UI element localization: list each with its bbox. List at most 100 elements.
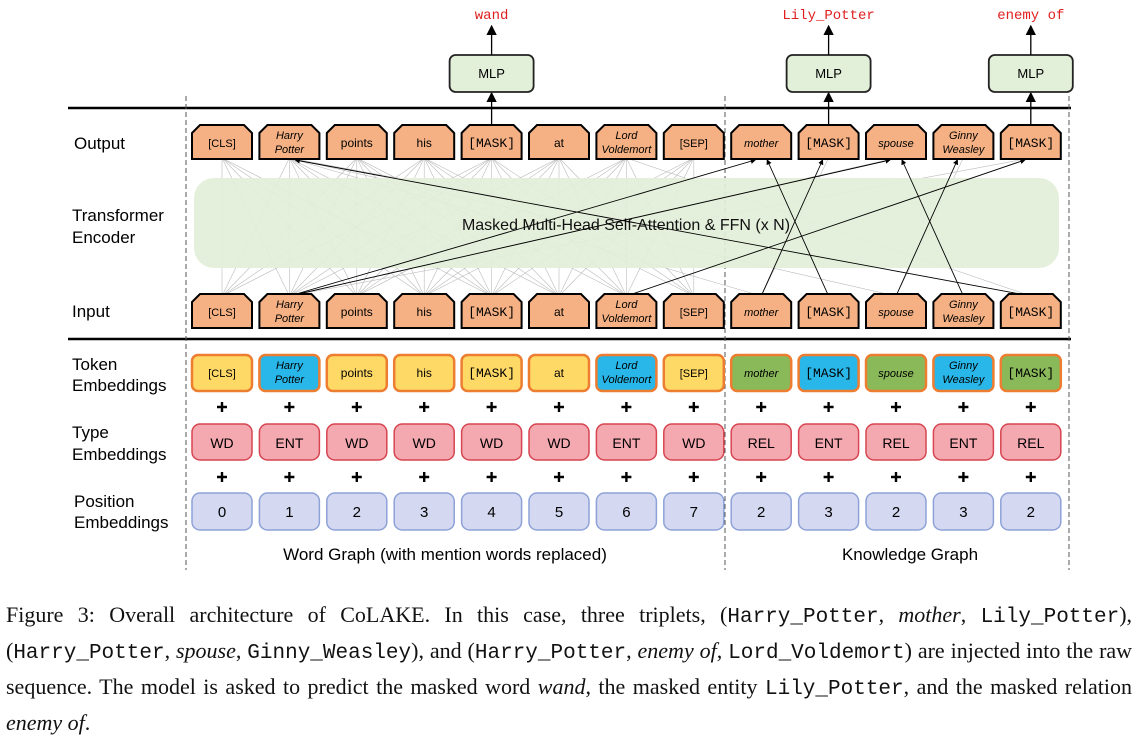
type-embedding-label-10: REL xyxy=(882,435,909,451)
plus-sign xyxy=(891,472,901,482)
caption-masked-relation: enemy of xyxy=(6,710,85,735)
graph-edge-arrow xyxy=(901,159,964,297)
position-embedding-5 xyxy=(528,492,590,531)
graph-edge-arrow xyxy=(294,158,1031,297)
output-token-11 xyxy=(932,124,995,160)
position-embedding-label-5: 5 xyxy=(555,504,563,521)
input-token-label-7: [SEP] xyxy=(680,307,708,319)
mlp-label-0: MLP xyxy=(478,66,505,81)
input-token-label-2: points xyxy=(341,305,373,319)
input-token-label-9: [MASK] xyxy=(805,305,852,320)
output-token-2 xyxy=(325,124,388,160)
input-token-label-5: at xyxy=(554,305,565,319)
token-embedding-7 xyxy=(662,353,726,393)
input-token-8 xyxy=(730,293,793,329)
token-embedding-1 xyxy=(258,353,321,393)
plus-sign xyxy=(284,472,295,482)
token-embedding-label-3: his xyxy=(417,366,432,380)
type-embedding-10 xyxy=(865,423,927,461)
token-embedding-label-6-line1: Lord xyxy=(615,360,638,372)
plus-sign xyxy=(1025,472,1036,482)
output-token-3 xyxy=(393,124,456,160)
token-embedding-label-7: [SEP] xyxy=(680,368,708,380)
position-embedding-7 xyxy=(663,492,725,531)
token-embedding-8 xyxy=(729,353,793,393)
type-embedding-6 xyxy=(595,423,658,461)
caption-triplet1-head: Harry_Potter xyxy=(727,606,879,629)
plus-sign xyxy=(217,402,227,412)
row-label-encoder-2: Encoder xyxy=(72,228,136,247)
prediction-2: enemy of xyxy=(997,8,1064,24)
input-token-1 xyxy=(258,293,321,329)
plus-sign xyxy=(351,402,362,412)
type-embedding-5 xyxy=(528,423,590,461)
type-embedding-label-4: WD xyxy=(480,435,503,451)
figure-caption: Figure 3: Overall architecture of CoLAKE… xyxy=(6,598,1132,739)
output-token-label-9: [MASK] xyxy=(805,136,852,151)
row-label-type-2: Embeddings xyxy=(72,445,167,464)
type-embedding-label-2: WD xyxy=(345,435,368,451)
caption-triplet1-tail: Lily_Potter xyxy=(980,606,1120,629)
input-token-0 xyxy=(191,293,253,329)
token-embedding-label-9: [MASK] xyxy=(805,366,852,381)
plus-sign xyxy=(554,402,564,412)
token-embedding-label-6-line2: Voldemort xyxy=(602,374,653,386)
plus-sign xyxy=(419,472,430,482)
token-embedding-label-4: [MASK] xyxy=(468,366,515,381)
output-token-label-12: [MASK] xyxy=(1007,136,1054,151)
input-token-2 xyxy=(325,293,388,329)
type-embedding-label-12: REL xyxy=(1017,435,1044,451)
token-embedding-5 xyxy=(527,353,591,393)
output-token-8 xyxy=(730,124,793,160)
position-embedding-label-12: 2 xyxy=(1027,504,1035,521)
caption-triplet2-tail: Ginny_Weasley xyxy=(247,642,412,665)
position-embedding-10 xyxy=(865,492,927,531)
input-token-label-6-line2: Voldemort xyxy=(602,313,653,325)
position-embedding-label-3: 3 xyxy=(420,504,428,521)
output-token-label-5: at xyxy=(554,136,565,150)
position-embedding-label-7: 7 xyxy=(690,504,698,521)
caption-text-1: Overall architecture of CoLAKE. In this … xyxy=(109,602,728,627)
position-embedding-label-6: 6 xyxy=(622,504,630,521)
prediction-0: wand xyxy=(475,8,509,24)
caption-sep-1: , xyxy=(878,602,899,627)
output-token-label-11-line1: Ginny xyxy=(949,130,979,142)
position-embedding-8 xyxy=(730,492,792,531)
token-embedding-6 xyxy=(595,353,658,393)
input-token-label-11-line2: Weasley xyxy=(942,313,985,325)
output-token-5 xyxy=(528,124,590,160)
plus-sign xyxy=(351,472,362,482)
token-embedding-label-1-line2: Potter xyxy=(275,374,306,386)
type-embedding-label-5: WD xyxy=(547,435,570,451)
knowledge-graph-label: Knowledge Graph xyxy=(842,545,978,564)
caption-sep-5: , xyxy=(626,638,638,663)
input-token-4 xyxy=(460,293,523,329)
transformer-encoder-block xyxy=(194,178,1059,268)
token-embedding-label-11-line1: Ginny xyxy=(949,360,979,372)
input-token-label-12: [MASK] xyxy=(1007,305,1054,320)
caption-triplet1-relation: mother xyxy=(898,602,961,627)
row-label-encoder-1: Transformer xyxy=(72,206,164,225)
type-embedding-label-11: ENT xyxy=(949,435,977,451)
output-token-6 xyxy=(595,124,658,160)
graph-edge-arrow xyxy=(626,158,1026,297)
plus-sign xyxy=(217,472,227,482)
plus-sign xyxy=(419,402,430,412)
plus-sign xyxy=(823,472,834,482)
plus-sign xyxy=(958,472,969,482)
output-token-label-11-line2: Weasley xyxy=(942,144,985,156)
position-embedding-label-8: 2 xyxy=(757,504,765,521)
output-token-9 xyxy=(797,124,860,160)
caption-triplet2-relation: spouse xyxy=(175,638,236,663)
position-embedding-11 xyxy=(932,492,995,531)
position-embedding-1 xyxy=(258,492,321,531)
token-embedding-label-2: points xyxy=(341,366,373,380)
input-token-label-8: mother xyxy=(744,307,780,319)
output-token-label-1-line1: Harry xyxy=(276,130,304,142)
row-label-token-2: Embeddings xyxy=(72,376,167,395)
caption-sep-3: , xyxy=(164,638,176,663)
type-embedding-label-1: ENT xyxy=(275,435,303,451)
type-embedding-8 xyxy=(730,423,792,461)
plus-sign xyxy=(823,402,834,412)
